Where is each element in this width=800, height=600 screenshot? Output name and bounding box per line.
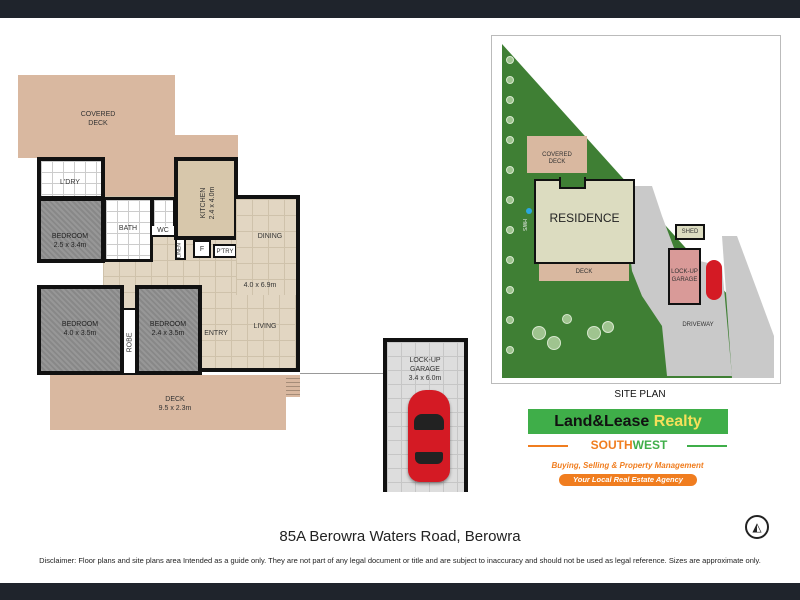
bottom-bar bbox=[0, 583, 800, 600]
site-garage: LOCK-UP GARAGE bbox=[668, 248, 701, 305]
pantry: P'TRY bbox=[213, 244, 237, 258]
residence-notch bbox=[559, 177, 586, 189]
floor-plan: COVERED DECK L'DRY BEDROOM 2.5 x 3.4m BA… bbox=[18, 75, 468, 492]
car-icon bbox=[408, 390, 450, 482]
entry-label: ENTRY bbox=[204, 330, 228, 337]
site-deck-label: DECK bbox=[575, 269, 593, 275]
site-covered-deck bbox=[527, 136, 587, 173]
kitchen bbox=[174, 157, 238, 240]
logo-name-part1: Land&Lease bbox=[554, 413, 650, 430]
logo-rule-left bbox=[528, 445, 568, 447]
deck bbox=[50, 375, 286, 430]
living-label: LIVING bbox=[253, 323, 277, 330]
hws-icon bbox=[526, 208, 532, 214]
site-plan-title: SITE PLAN bbox=[614, 389, 666, 400]
residence-label: RESIDENCE bbox=[549, 211, 620, 225]
site-car-icon bbox=[706, 260, 722, 300]
garage-label: LOCK-UP GARAGE 3.4 x 6.0m bbox=[408, 357, 442, 382]
deck-steps bbox=[286, 375, 300, 397]
kitchen-label: KITCHEN 2.4 x 4.0m bbox=[200, 186, 216, 220]
compass-icon: ◭ bbox=[745, 515, 769, 539]
bath-label: BATH bbox=[118, 225, 138, 232]
path-line bbox=[300, 373, 383, 374]
logo: Land&Lease Realty bbox=[528, 409, 728, 434]
covered-deck-lower bbox=[103, 157, 175, 198]
shed: SHED bbox=[675, 224, 705, 240]
fridge: F bbox=[193, 240, 211, 258]
bedroom-2-label: BEDROOM 4.0 x 3.5m bbox=[61, 321, 99, 337]
dining-label: DINING bbox=[257, 233, 283, 240]
address-title: 85A Berowra Waters Road, Berowra bbox=[279, 528, 521, 545]
bedroom-3-label: BEDROOM 2.4 x 3.5m bbox=[149, 321, 187, 337]
top-bar bbox=[0, 0, 800, 18]
logo-rule-right bbox=[687, 445, 727, 447]
covered-deck-ext bbox=[175, 135, 238, 158]
site-plan: COVERED DECK RESIDENCE HWS DECK SHED LOC… bbox=[491, 35, 781, 384]
deck-label: DECK 9.5 x 2.3m bbox=[158, 396, 192, 412]
driveway-label: DRIVEWAY bbox=[682, 322, 714, 328]
bath bbox=[103, 197, 153, 262]
bedroom-2 bbox=[37, 285, 124, 375]
logo-south: SOUTH bbox=[590, 438, 633, 452]
covered-deck bbox=[18, 75, 175, 158]
laundry-label: L'DRY bbox=[60, 179, 80, 186]
covered-deck-label: COVERED DECK bbox=[80, 111, 116, 127]
site-covered-deck-label: COVERED DECK bbox=[542, 152, 572, 165]
logo-name-part2: Realty bbox=[653, 413, 702, 430]
linen: LINEN bbox=[175, 238, 186, 260]
logo-west: WEST bbox=[632, 438, 668, 452]
logo-region: SOUTHWEST bbox=[575, 438, 683, 452]
bedroom-1-label: BEDROOM 2.5 x 3.4m bbox=[51, 233, 89, 249]
robe-label: ROBE bbox=[126, 332, 134, 353]
wc bbox=[151, 197, 176, 237]
hws-label: HWS bbox=[520, 219, 527, 231]
dining bbox=[236, 195, 300, 295]
wc-label: WC bbox=[152, 226, 174, 235]
disclaimer: Disclaimer: Floor plans and site plans a… bbox=[39, 556, 761, 565]
living-size-label: 4.0 x 6.9m bbox=[243, 282, 277, 289]
logo-tagline: Buying, Selling & Property Management bbox=[551, 461, 704, 470]
linen-label: LINEN bbox=[176, 243, 183, 258]
bedroom-3 bbox=[135, 285, 202, 375]
bedroom-1 bbox=[37, 197, 105, 263]
logo-subtagline: Your Local Real Estate Agency bbox=[559, 474, 697, 486]
site-deck bbox=[539, 264, 629, 281]
